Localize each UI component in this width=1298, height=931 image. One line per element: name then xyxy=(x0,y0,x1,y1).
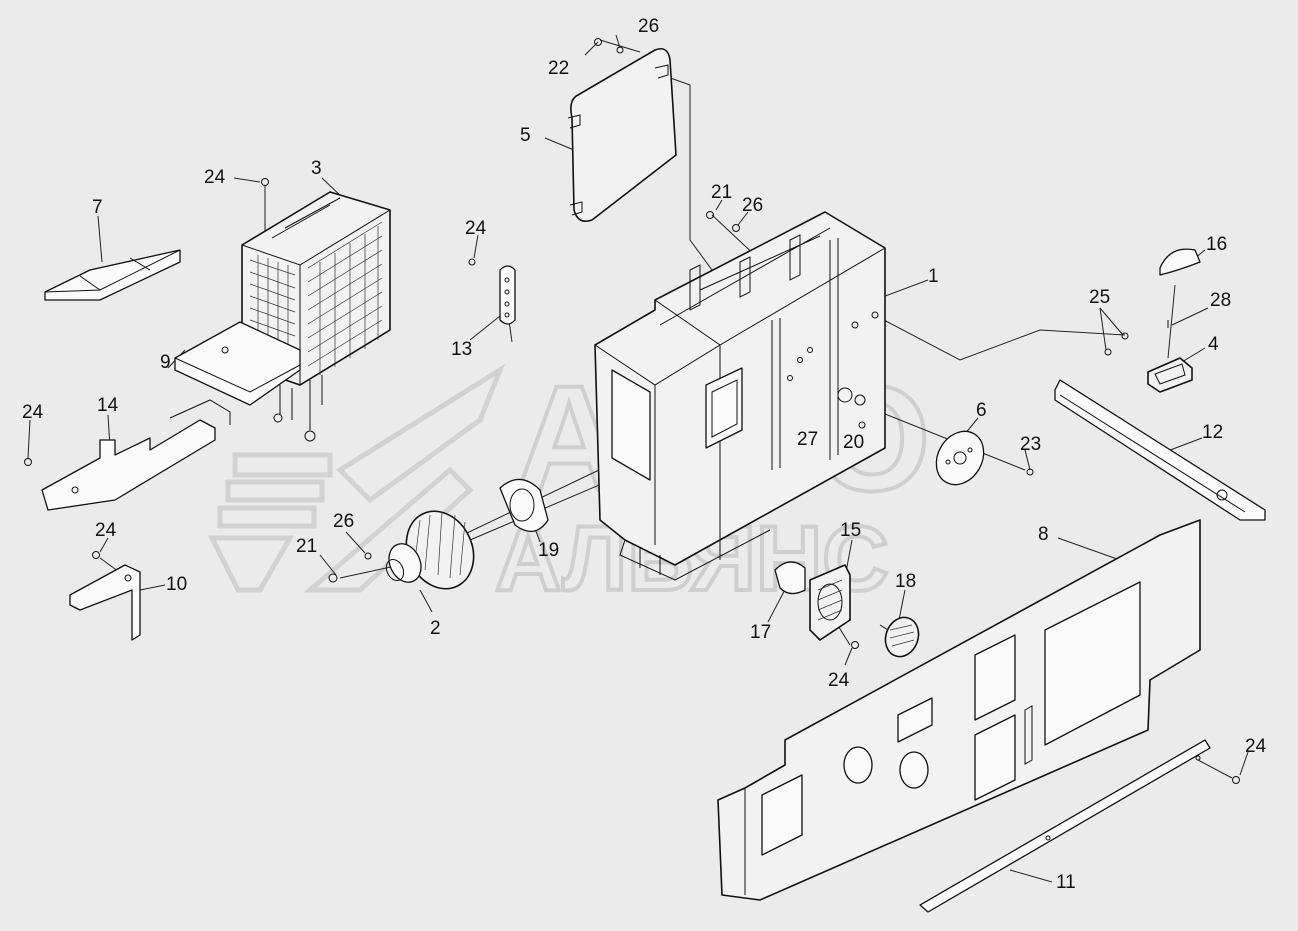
bracket-plate-9 xyxy=(174,321,301,406)
callout-21-left: 21 xyxy=(296,536,317,557)
callout-20: 20 xyxy=(843,432,864,453)
callout-26-top: 26 xyxy=(638,16,659,37)
callout-19: 19 xyxy=(538,540,559,561)
callout-12: 12 xyxy=(1202,422,1223,443)
callout-24-vent: 24 xyxy=(828,670,850,691)
vent-cap-18 xyxy=(879,616,920,658)
callout-24-strip: 24 xyxy=(1245,736,1267,757)
l-bracket-10 xyxy=(69,564,141,641)
callout-24-bracket: 24 xyxy=(95,520,117,541)
callout-16: 16 xyxy=(1206,234,1227,255)
gasket-13 xyxy=(499,265,516,325)
knob-4 xyxy=(1104,320,1193,393)
callout-14: 14 xyxy=(97,395,119,416)
callouts: 1 2 3 4 5 6 7 8 9 10 11 12 13 14 15 16 1… xyxy=(22,16,1267,893)
handle-cap-16 xyxy=(1159,248,1201,276)
callout-22: 22 xyxy=(548,58,569,79)
callout-7: 7 xyxy=(92,197,103,218)
callout-24-gasket: 24 xyxy=(465,218,487,239)
bracket-14 xyxy=(41,399,231,511)
callout-8: 8 xyxy=(1038,524,1049,545)
callout-17: 17 xyxy=(750,622,771,643)
housing-1 xyxy=(594,211,886,581)
callout-4: 4 xyxy=(1208,334,1219,355)
watermark-logo xyxy=(207,363,506,593)
parts xyxy=(24,38,1266,913)
callout-10: 10 xyxy=(166,574,187,595)
gasket-17 xyxy=(774,561,806,595)
callout-26-left: 26 xyxy=(333,511,354,532)
foam-pads-7 xyxy=(44,249,181,301)
callout-18: 18 xyxy=(895,571,916,592)
callout-9: 9 xyxy=(160,352,171,373)
flange-6 xyxy=(935,430,1034,486)
callout-24-left: 24 xyxy=(22,402,44,423)
callout-6: 6 xyxy=(976,400,987,421)
callout-27: 27 xyxy=(797,429,818,450)
gasket-19 xyxy=(499,478,549,532)
callout-5: 5 xyxy=(520,125,531,146)
callout-28: 28 xyxy=(1210,290,1231,311)
callout-2: 2 xyxy=(430,618,441,639)
vent-15 xyxy=(809,564,851,641)
callout-24-heater: 24 xyxy=(204,167,226,188)
callout-3: 3 xyxy=(311,158,322,179)
callout-11: 11 xyxy=(1056,872,1076,893)
callout-25: 25 xyxy=(1089,287,1110,308)
callout-26-mid: 26 xyxy=(742,195,763,216)
cover-panel-5 xyxy=(567,47,677,223)
strip-11 xyxy=(919,739,1211,913)
fasteners xyxy=(24,38,1240,784)
callout-23: 23 xyxy=(1020,434,1041,455)
callout-15: 15 xyxy=(840,520,861,541)
callout-1: 1 xyxy=(928,266,939,287)
side-panel-8 xyxy=(717,519,1201,901)
rail-12 xyxy=(1054,379,1266,521)
heater-core-3 xyxy=(241,191,391,442)
callout-13: 13 xyxy=(451,339,472,360)
callout-21-top: 21 xyxy=(711,182,732,203)
blower-motor-2 xyxy=(328,510,475,590)
